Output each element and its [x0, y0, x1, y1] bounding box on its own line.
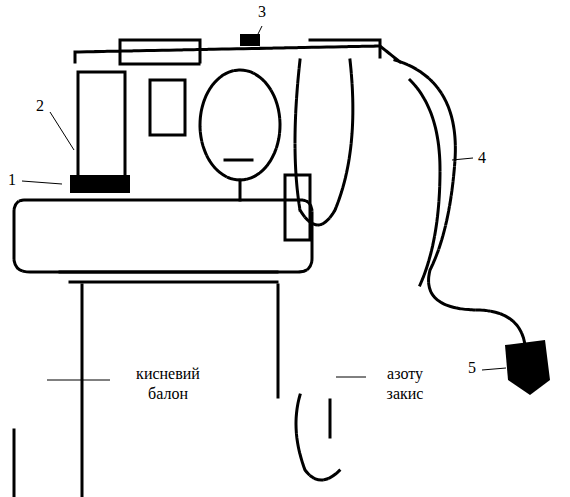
callout-number: 1 [6, 170, 18, 190]
vaporizer [78, 72, 125, 175]
callout-number: 5 [466, 358, 478, 378]
breathing-hose [395, 60, 525, 345]
breathing-hose [410, 80, 440, 285]
flowmeter-block [120, 40, 200, 64]
gauge-box [150, 80, 185, 135]
oxygen-cylinder [14, 285, 82, 497]
callout-number: 4 [476, 148, 488, 168]
leader-line [22, 181, 62, 184]
absorber [285, 175, 310, 240]
bag-neck [225, 160, 255, 200]
leader-line [47, 380, 110, 381]
leader-line [452, 158, 473, 160]
nitrous-cylinder [278, 285, 340, 480]
part-label: кисневий балон [120, 364, 216, 404]
valve-block [310, 40, 380, 60]
regulator-block [70, 175, 130, 193]
table-tray [14, 200, 312, 272]
leader-line [482, 368, 506, 370]
callout-number: 2 [34, 96, 46, 116]
breathing-bag [200, 70, 280, 180]
part-label: азоту закис [370, 364, 440, 404]
leader-line [256, 26, 262, 38]
face-mask [505, 340, 550, 395]
leader-line [336, 377, 366, 378]
tray-rim [60, 272, 280, 282]
leader-line [50, 112, 74, 150]
hose-loop [295, 60, 353, 225]
callout-number: 3 [256, 2, 268, 22]
